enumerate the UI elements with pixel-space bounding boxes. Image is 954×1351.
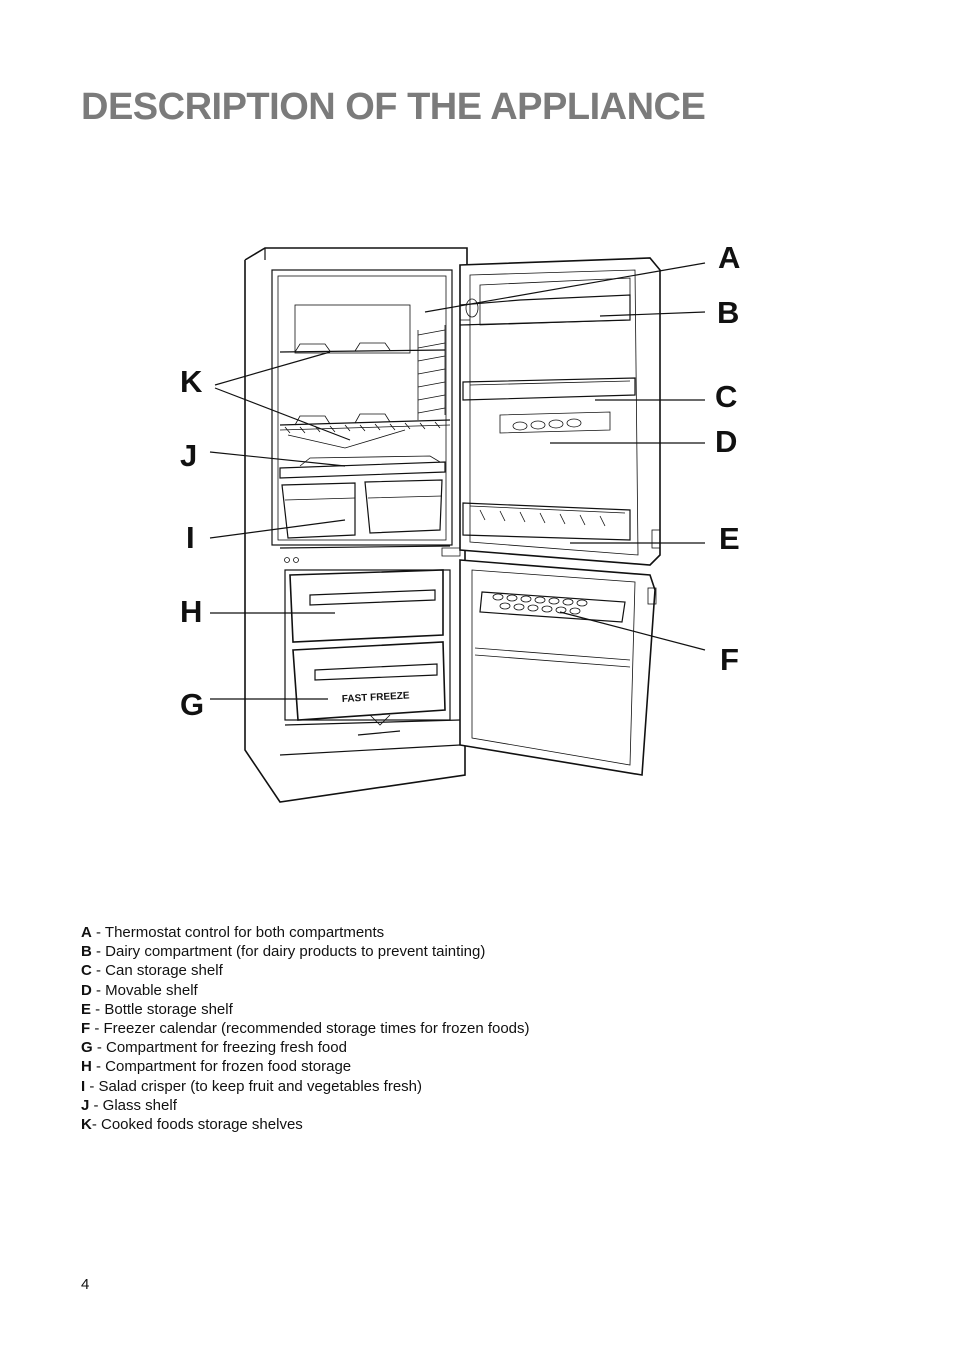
legend-text: - Freezer calendar (recommended storage … xyxy=(90,1020,530,1038)
legend-letter: B xyxy=(81,943,92,961)
callout-i: I xyxy=(186,520,195,555)
page-title: DESCRIPTION OF THE APPLIANCE xyxy=(81,86,706,128)
appliance-diagram: FAST FREEZE xyxy=(160,230,780,820)
legend-text: - Cooked foods storage shelves xyxy=(91,1116,303,1134)
legend-item: F - Freezer calendar (recommended storag… xyxy=(81,1019,530,1038)
freezer-door xyxy=(459,559,657,776)
legend-item: H - Compartment for frozen food storage xyxy=(81,1057,530,1076)
legend-item: C - Can storage shelf xyxy=(81,961,530,980)
callout-a: A xyxy=(718,240,740,275)
legend-item: A - Thermostat control for both compartm… xyxy=(81,923,530,942)
legend-text: - Movable shelf xyxy=(91,981,198,999)
legend-text: - Compartment for frozen food storage xyxy=(91,1058,352,1076)
legend-text: - Salad crisper (to keep fruit and veget… xyxy=(85,1077,423,1095)
fridge-freezer-illustration: FAST FREEZE xyxy=(180,240,740,803)
legend-letter: J xyxy=(81,1096,90,1114)
legend-letter: G xyxy=(81,1039,93,1057)
legend-item: I - Salad crisper (to keep fruit and veg… xyxy=(81,1077,530,1096)
legend-item: E - Bottle storage shelf xyxy=(81,1000,530,1019)
legend-letter: D xyxy=(81,981,92,999)
legend-text: - Compartment for freezing fresh food xyxy=(92,1039,347,1057)
callout-d: D xyxy=(715,424,737,459)
callout-c: C xyxy=(715,379,737,414)
legend-text: - Dairy compartment (for dairy products … xyxy=(91,943,486,961)
callout-h: H xyxy=(180,594,202,629)
page-number: 4 xyxy=(81,1276,90,1293)
legend-item: K- Cooked foods storage shelves xyxy=(81,1115,530,1134)
shelf-supports xyxy=(417,325,446,420)
legend-item: J - Glass shelf xyxy=(81,1096,530,1115)
legend-letter: I xyxy=(81,1077,86,1095)
callout-j: J xyxy=(180,438,197,473)
cabinet: FAST FREEZE xyxy=(244,247,468,803)
legend-letter: H xyxy=(81,1058,92,1076)
legend-item: G - Compartment for freezing fresh food xyxy=(81,1038,530,1057)
fast-freeze-label: FAST FREEZE xyxy=(342,690,411,705)
callout-k: K xyxy=(180,364,203,399)
callout-g: G xyxy=(180,687,204,722)
fridge-door xyxy=(441,257,661,566)
legend-item: D - Movable shelf xyxy=(81,981,530,1000)
callout-f: F xyxy=(720,642,739,677)
legend-text: - Bottle storage shelf xyxy=(91,1000,233,1018)
legend-text: - Thermostat control for both compartmen… xyxy=(91,924,385,941)
legend-item: B - Dairy compartment (for dairy product… xyxy=(81,942,530,961)
legend-letter: C xyxy=(81,962,92,980)
legend-letter: E xyxy=(81,1000,92,1018)
calendar-dots xyxy=(492,593,588,615)
legend-letter: K xyxy=(81,1116,92,1134)
legend-letter: F xyxy=(81,1020,91,1038)
callout-e: E xyxy=(719,521,740,556)
legend-text: - Glass shelf xyxy=(89,1096,177,1114)
callout-b: B xyxy=(717,295,739,330)
leader-lines xyxy=(209,262,706,700)
legend-text: - Can storage shelf xyxy=(91,962,223,980)
parts-legend: A - Thermostat control for both compartm… xyxy=(81,923,530,1134)
legend-letter: A xyxy=(81,924,92,941)
